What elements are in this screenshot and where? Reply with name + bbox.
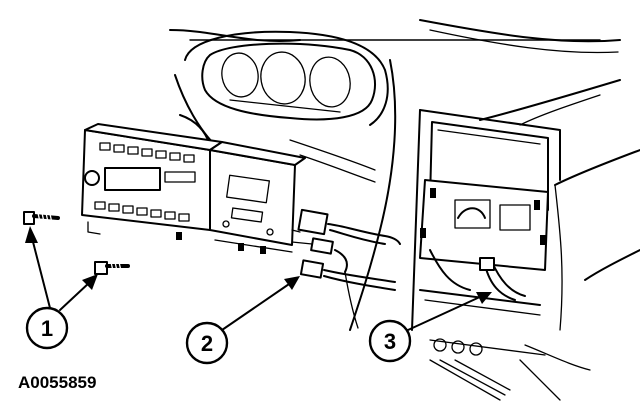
center-console xyxy=(411,109,591,401)
preset-buttons-top xyxy=(99,142,195,163)
radio-unit xyxy=(81,123,306,254)
radio-display xyxy=(104,167,161,191)
preset-buttons-bottom xyxy=(94,201,190,222)
connector-middle xyxy=(310,237,334,255)
dashboard xyxy=(169,19,640,331)
vehicle-wiring-harness xyxy=(429,249,526,301)
instrument-cluster xyxy=(174,30,397,331)
screw-lower xyxy=(94,261,130,275)
callout-2-label: 2 xyxy=(201,331,213,356)
figure-id: A0055859 xyxy=(18,373,96,392)
volume-knob xyxy=(84,170,100,186)
screw-upper xyxy=(23,211,60,225)
callout-1: 1 xyxy=(25,306,69,350)
connector-upper xyxy=(297,208,329,236)
connector-lower xyxy=(299,259,325,279)
radio-connectors xyxy=(291,208,401,329)
callout-3-label: 3 xyxy=(384,329,396,354)
callout-leader-lines xyxy=(25,226,492,331)
callout-2: 2 xyxy=(185,321,229,365)
callout-3: 3 xyxy=(368,319,412,363)
callout-1-label: 1 xyxy=(41,316,53,341)
